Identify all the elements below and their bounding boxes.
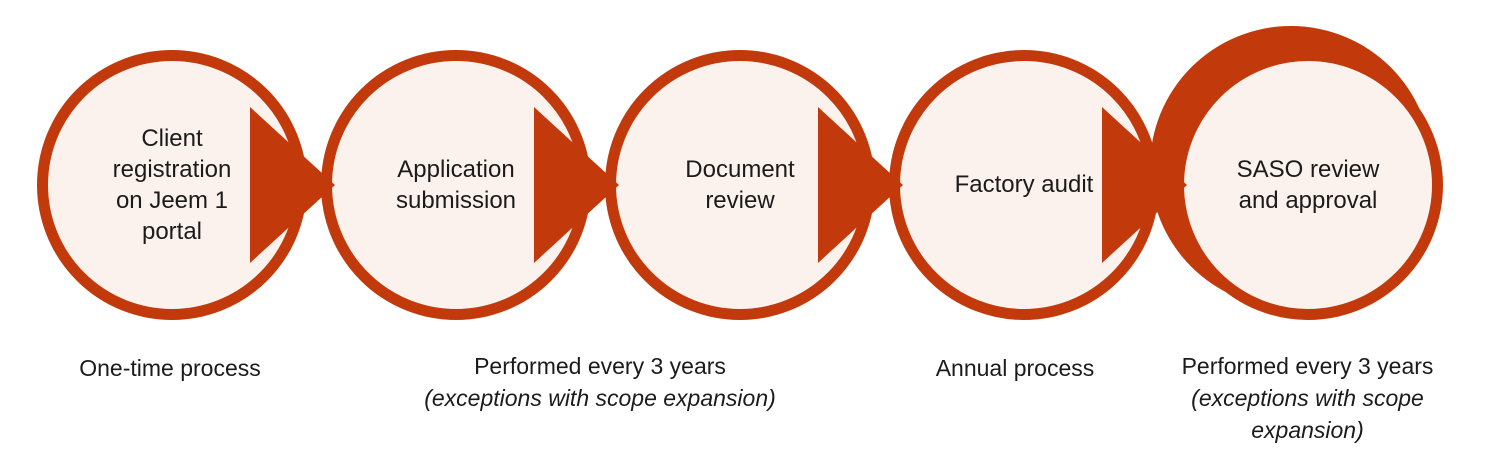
note-subtext: (exceptions with scope expansion) — [1191, 385, 1424, 444]
step-circle-factory-audit: Factory audit — [889, 50, 1159, 320]
step-label: Application submission — [395, 155, 517, 214]
flow-arrow-icon — [250, 107, 335, 263]
step-circle-saso-review-approval: SASO review and approval — [1173, 50, 1443, 320]
step-label: Factory audit — [954, 171, 1094, 199]
step-label: SASO review and approval — [1236, 155, 1380, 214]
step-label: Document review — [685, 155, 795, 214]
note-text: Performed every 3 years — [1181, 353, 1434, 379]
note-text: Annual process — [935, 355, 1095, 381]
note-subtext: (exceptions with scope expansion) — [424, 385, 776, 412]
flow-arrow-icon — [1102, 107, 1187, 263]
step-label: Client registration on Jeem 1 portal — [112, 124, 232, 246]
flow-arrow-icon — [534, 107, 619, 263]
note-every-3-years-left: Performed every 3 years (exceptions with… — [400, 350, 800, 414]
note-annual-process: Annual process — [865, 352, 1165, 384]
note-every-3-years-right: Performed every 3 years (exceptions with… — [1180, 350, 1435, 447]
note-text: Performed every 3 years — [474, 353, 726, 379]
flow-arrow-icon — [818, 107, 903, 263]
note-one-time-process: One-time process — [20, 352, 320, 384]
note-text: One-time process — [79, 355, 261, 381]
